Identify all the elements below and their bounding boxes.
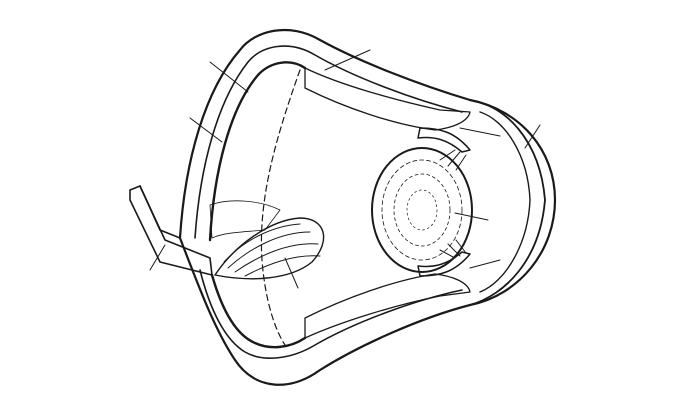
ciliary-body-upper (304, 67, 471, 131)
lens-nucleus-ring-2 (393, 173, 451, 247)
leader-line-7 (469, 259, 501, 269)
leader-line-8 (149, 244, 166, 271)
lens (371, 147, 473, 273)
retina-layer-lower (210, 273, 307, 349)
macula-region (209, 200, 281, 239)
fibrous-structure (214, 217, 325, 280)
vitreous-boundary (260, 69, 301, 346)
ciliary-body-lower (304, 273, 471, 339)
leader-line-9 (284, 257, 299, 289)
lens-nucleus-ring-3 (406, 189, 438, 231)
iris-upper (417, 127, 471, 153)
optic-nerve-sheath (139, 185, 181, 239)
cornea (469, 99, 546, 306)
suspensory-ligament-upper (439, 149, 467, 171)
choroid-layer (194, 45, 463, 239)
leader-line-5 (524, 124, 541, 149)
leader-line-6 (454, 212, 489, 221)
cornea-inner (479, 111, 531, 293)
fibrous-structure-lines (223, 223, 321, 277)
choroid-layer-lower (199, 269, 463, 359)
suspensory-ligament-lower (439, 239, 467, 259)
leader-line-2 (189, 117, 223, 143)
leader-line-4 (459, 127, 501, 137)
sclera-outer (178, 28, 557, 386)
lens-nucleus-ring-1 (381, 159, 463, 261)
leader-line-1 (209, 61, 249, 93)
retina-layer (208, 61, 307, 242)
iris-lower (417, 251, 471, 277)
leader-line-3 (324, 49, 371, 71)
leader-lines (149, 49, 541, 289)
